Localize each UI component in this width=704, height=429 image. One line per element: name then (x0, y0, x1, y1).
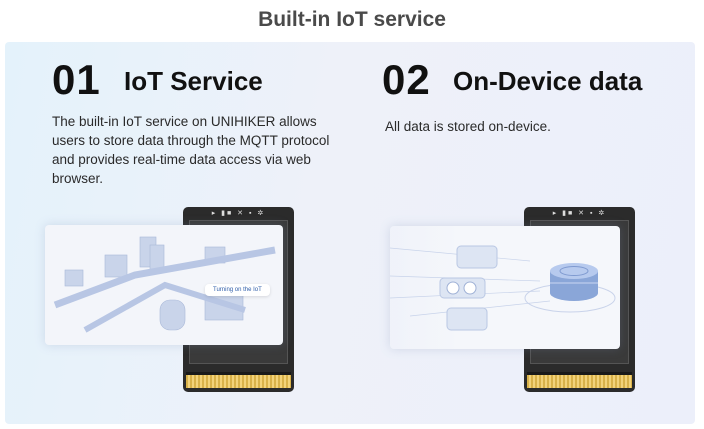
device-edge-connector (527, 372, 632, 388)
on-device-data-illustration (390, 226, 620, 349)
section-description-iot: The built-in IoT service on UNIHIKER all… (52, 112, 329, 188)
section-description-on-device: All data is stored on-device. (385, 119, 551, 134)
screen-label-turning-on-iot: Turning on the IoT (205, 284, 270, 296)
section-number-02: 02 (382, 56, 431, 103)
page-title: Built-in IoT service (258, 8, 446, 31)
section-heading-on-device-data: On-Device data (453, 66, 643, 96)
iot-city-illustration: Turning on the IoT (45, 225, 283, 345)
isometric-city-icon (53, 236, 276, 333)
device-status-icons: ▸ ▮■ ✕ ▪ ✲ (211, 210, 266, 217)
description-line: users to store data through the MQTT pro… (52, 133, 330, 148)
section-number-01: 01 (52, 56, 101, 103)
database-sensors-icon (390, 245, 616, 331)
device-status-icons: ▸ ▮■ ✕ ▪ ✲ (552, 210, 607, 217)
description-line: and provides real-time data access via w… (52, 152, 311, 167)
device-edge-connector (186, 372, 291, 388)
description-line: The built-in IoT service on UNIHIKER all… (52, 114, 317, 129)
description-line: browser. (52, 171, 104, 186)
section-heading-iot-service: IoT Service (124, 66, 263, 96)
